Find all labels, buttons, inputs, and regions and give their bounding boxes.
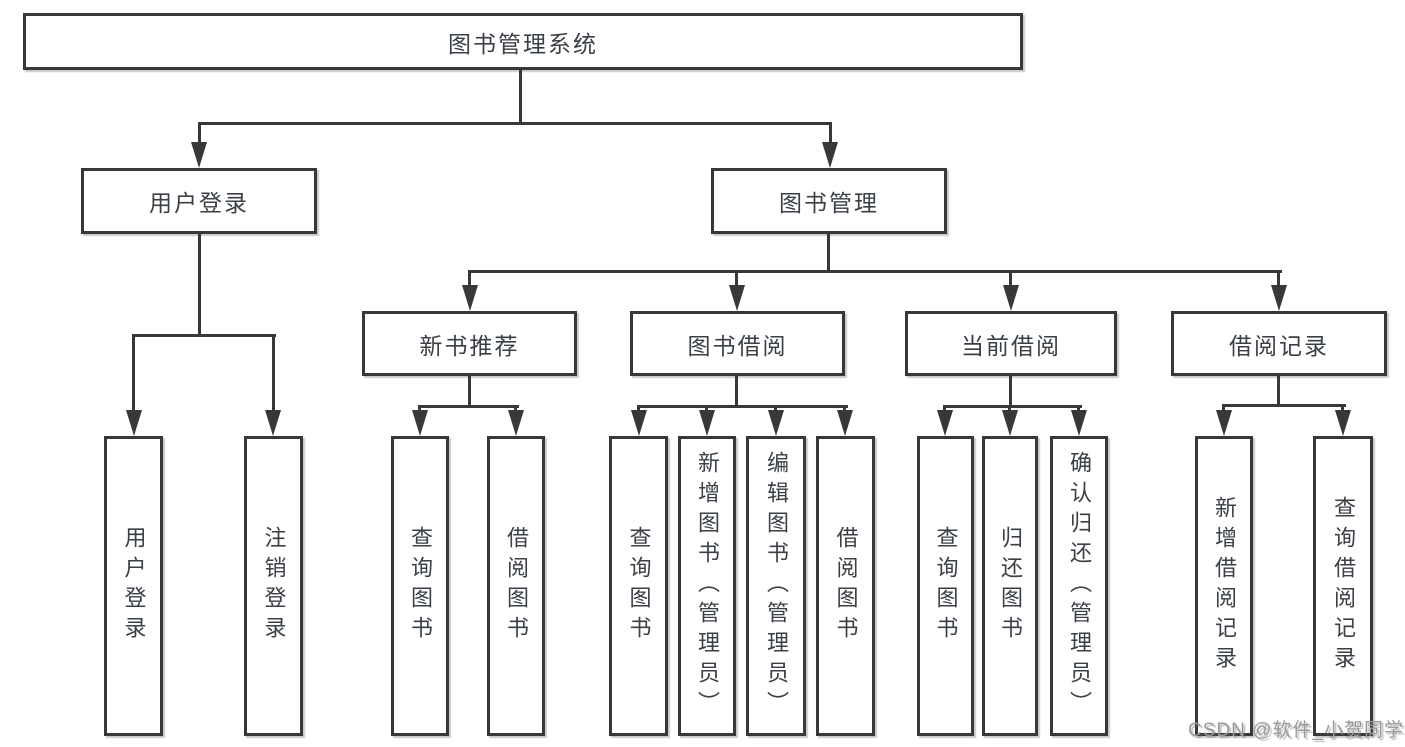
node-book-borrow: 图书借阅 (630, 311, 845, 376)
arrowhead-to-rec-add (1216, 410, 1232, 436)
connector-mgmt-arm-1 (468, 270, 471, 288)
leaf-current-query: 查询图书 (917, 436, 974, 736)
node-library-system-label: 图书管理系统 (448, 30, 598, 57)
node-borrow-records-label: 借阅记录 (1229, 332, 1329, 359)
leaf-borrow-query-label: 查询图书 (626, 526, 652, 646)
connector-current-stem (1009, 376, 1012, 407)
leaf-user-login: 用户登录 (104, 436, 163, 736)
connector-records-bar (1222, 404, 1346, 407)
connector-root-bar (198, 122, 832, 125)
leaf-borrow-add-admin-label: 新增图书（管理员） (695, 451, 720, 721)
connector-newbooks-arm-2 (514, 405, 517, 413)
connector-newbooks-arm-1 (418, 405, 421, 413)
connector-root-arm-left (198, 122, 201, 146)
leaf-logout-label: 注销登录 (261, 526, 287, 646)
connector-borrow-stem (735, 376, 738, 407)
arrowhead-to-bw-borrow (837, 410, 853, 436)
arrowhead-to-cur-confirm (1071, 410, 1087, 436)
watermark-csdn: CSDN @软件_小贺同学 (1188, 720, 1404, 741)
connector-records-arm-1 (1222, 404, 1225, 413)
leaf-current-confirm-admin: 确认归还（管理员） (1050, 436, 1108, 736)
connector-mgmt-bar (468, 270, 1282, 273)
node-user-login-label: 用户登录 (149, 190, 249, 216)
leaf-user-login-label: 用户登录 (121, 526, 147, 646)
connector-login-arm-right (272, 334, 275, 412)
connector-current-bar (943, 405, 1082, 408)
node-new-books-label: 新书推荐 (419, 332, 520, 359)
leaf-current-query-label: 查询图书 (933, 526, 959, 646)
arrowhead-to-nb-borrow (508, 410, 524, 436)
leaf-records-add: 新增借阅记录 (1195, 436, 1253, 736)
arrowhead-to-new-books (462, 285, 478, 311)
leaf-borrow-borrow: 借阅图书 (816, 436, 875, 736)
connector-current-arm-1 (943, 405, 946, 413)
leaf-newbooks-query-label: 查询图书 (408, 526, 433, 646)
node-book-borrow-label: 图书借阅 (687, 332, 788, 359)
leaf-current-return: 归还图书 (982, 436, 1038, 736)
leaf-newbooks-borrow: 借阅图书 (487, 436, 545, 736)
connector-records-arm-2 (1341, 404, 1344, 413)
leaf-borrow-query: 查询图书 (609, 436, 668, 736)
arrowhead-to-borrow-records (1271, 285, 1287, 311)
connector-current-arm-3 (1077, 405, 1080, 413)
leaf-borrow-edit-admin-label: 编辑图书（管理员） (764, 451, 789, 721)
leaf-current-return-label: 归还图书 (998, 526, 1023, 646)
connector-records-stem (1277, 376, 1280, 406)
connector-login-bar (132, 334, 276, 337)
arrowhead-to-leaf-login (126, 410, 142, 436)
connector-borrow-arm-4 (843, 405, 846, 413)
connector-borrow-arm-1 (637, 405, 640, 413)
arrowhead-to-book-mgmt (822, 142, 838, 168)
connector-newbooks-bar (418, 405, 519, 408)
node-new-books: 新书推荐 (362, 311, 577, 376)
connector-mgmt-arm-3 (1009, 270, 1012, 288)
node-book-mgmt-label: 图书管理 (779, 190, 879, 216)
leaf-records-query: 查询借阅记录 (1313, 436, 1373, 736)
connector-mgmt-stem (827, 234, 830, 273)
connector-login-stem (198, 234, 201, 336)
connector-borrow-arm-3 (774, 405, 777, 413)
connector-newbooks-stem (468, 376, 471, 407)
leaf-logout: 注销登录 (244, 436, 303, 736)
node-user-login: 用户登录 (81, 168, 317, 234)
leaf-borrow-add-admin: 新增图书（管理员） (678, 436, 736, 736)
connector-root-stem (519, 70, 522, 124)
arrowhead-to-current-borrow (1003, 285, 1019, 311)
connector-current-arm-2 (1008, 405, 1011, 413)
leaf-current-confirm-admin-label: 确认归还（管理员） (1067, 451, 1092, 721)
leaf-newbooks-query: 查询图书 (391, 436, 449, 736)
leaf-borrow-borrow-label: 借阅图书 (833, 526, 859, 646)
node-current-borrow-label: 当前借阅 (961, 332, 1061, 359)
arrowhead-to-rec-query (1335, 410, 1351, 436)
arrowhead-to-bw-query (631, 410, 647, 436)
connector-mgmt-arm-2 (735, 270, 738, 288)
arrowhead-to-cur-return (1002, 410, 1018, 436)
connector-borrow-arm-2 (705, 405, 708, 413)
arrowhead-to-bw-edit (768, 410, 784, 436)
connector-login-arm-left (132, 334, 135, 412)
arrowhead-to-leaf-logout (265, 410, 281, 436)
arrowhead-to-bw-add (699, 410, 715, 436)
connector-root-arm-right (829, 122, 832, 146)
connector-mgmt-arm-4 (1277, 270, 1280, 288)
leaf-newbooks-borrow-label: 借阅图书 (504, 526, 529, 646)
node-library-system: 图书管理系统 (23, 13, 1023, 70)
node-current-borrow: 当前借阅 (905, 311, 1117, 376)
leaf-records-query-label: 查询借阅记录 (1331, 496, 1356, 676)
connector-borrow-bar (637, 405, 848, 408)
arrowhead-to-book-borrow (729, 285, 745, 311)
node-book-mgmt: 图书管理 (711, 168, 947, 234)
arrowhead-to-user-login (191, 142, 207, 168)
arrowhead-to-cur-query (937, 410, 953, 436)
leaf-borrow-edit-admin: 编辑图书（管理员） (746, 436, 806, 736)
node-borrow-records: 借阅记录 (1171, 311, 1387, 376)
leaf-records-add-label: 新增借阅记录 (1212, 496, 1237, 676)
arrowhead-to-nb-query (412, 410, 428, 436)
